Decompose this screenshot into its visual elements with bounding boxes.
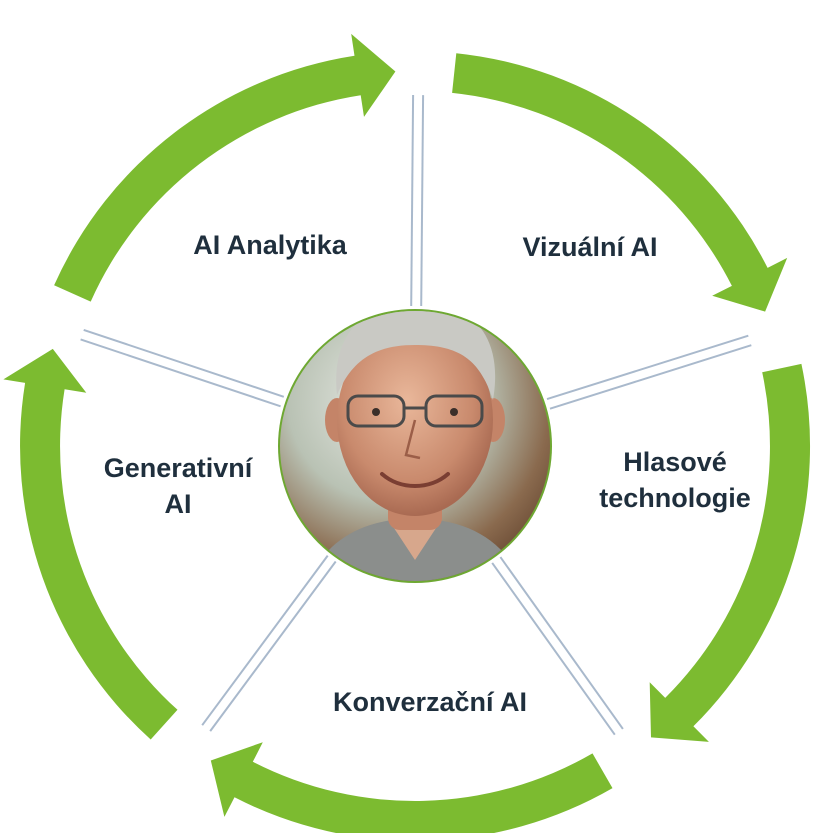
divider-line: [491, 562, 616, 736]
divider-line: [420, 95, 425, 307]
segment-label-analytika: AI Analytika: [193, 230, 348, 260]
divider-line: [549, 344, 752, 410]
segment-label-line: Hlasové: [623, 447, 727, 477]
divider-line: [410, 94, 415, 307]
segment-label-hlasove: Hlasové technologie: [599, 447, 751, 513]
segment-label-konverzacni: Konverzační AI: [333, 687, 527, 717]
divider-line: [209, 560, 337, 732]
cycle-arrow: [452, 53, 788, 312]
segment-label-line: technologie: [599, 483, 751, 513]
divider-line: [80, 338, 281, 408]
cycle-arrows: [3, 33, 811, 833]
segment-label-line: Vizuální AI: [522, 232, 657, 262]
segment-label-vizualni: Vizuální AI: [522, 232, 657, 262]
segment-label-line: AI: [165, 489, 192, 519]
divider-line: [201, 555, 329, 726]
divider-line: [83, 328, 285, 398]
segment-label-line: Konverzační AI: [333, 687, 527, 717]
segment-label-line: AI Analytika: [193, 230, 348, 260]
cycle-arrow: [210, 742, 613, 833]
segment-labels: AI Analytika Vizuální AI Hlasové technologi…: [104, 230, 751, 717]
center-portrait: [278, 309, 552, 583]
divider-line: [499, 556, 624, 730]
segment-label-line: Generativní: [104, 453, 254, 483]
cycle-arrow: [3, 348, 178, 740]
cycle-arrow: [54, 33, 396, 302]
segment-dividers: [80, 94, 752, 736]
cycle-arrow: [649, 363, 811, 742]
divider-line: [546, 334, 749, 401]
